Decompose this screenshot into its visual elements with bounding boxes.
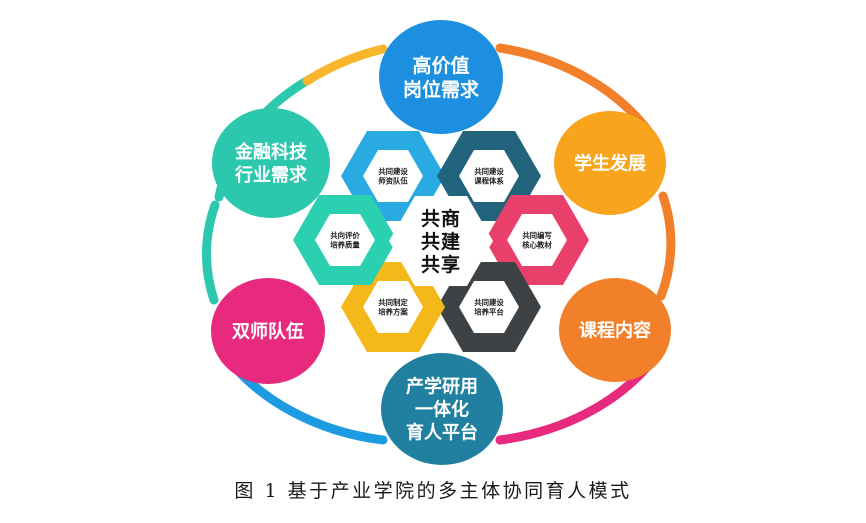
arc-teal-left [202,200,220,305]
hexagon-label-build-curriculum-system: 课程体系 [474,177,504,186]
outer-node-label-industry-education-platform: 一体化 [415,398,469,420]
hexagon-label-evaluate-training-quality: 培养质量 [330,241,360,250]
outer-node-label-high-value-job-demand: 高价值 [412,54,469,77]
outer-node-label-dual-teacher-team: 双师队伍 [232,320,304,342]
outer-node-course-content[interactable]: 课程内容 [559,278,671,382]
hexagon-label-build-teaching-staff: 师资队伍 [378,177,408,186]
outer-node-circle-high-value-job-demand [379,20,503,134]
outer-node-label-industry-education-platform: 产学研用 [406,375,478,397]
arc-orange-right [656,191,676,301]
multi-subject-collaborative-education-diagram: 共同建设师资队伍共同建设课程体系共同编写核心教材共同建设培养平台共同制定培养方案… [202,20,676,465]
hexagon-inner-formulate-training-plan [363,281,423,333]
arc-yellow-top [302,44,388,86]
hexagon-label-write-core-textbooks: 核心教材 [522,241,552,250]
outer-node-circle-student-development [554,111,666,215]
outer-node-label-fintech-industry-demand: 行业需求 [234,164,308,186]
outer-node-label-fintech-industry-demand: 金融科技 [234,141,308,163]
outer-node-dual-teacher-team[interactable]: 双师队伍 [211,278,325,384]
figure-caption: 图 1 基于产业学院的多主体协同育人模式 [234,480,632,502]
center-hexagon-label: 共商 [421,207,461,230]
outer-node-student-development[interactable]: 学生发展 [554,111,666,215]
hexagon-label-evaluate-training-quality: 共向评价 [330,231,360,240]
outer-node-circle-dual-teacher-team [211,278,325,384]
outer-node-circle-industry-education-platform [381,353,503,465]
hexagon-inner-build-curriculum-system [459,150,519,202]
hexagon-label-build-training-platform: 共同建设 [474,298,504,307]
outer-node-label-student-development: 学生发展 [574,152,647,174]
hexagon-inner-build-teaching-staff [363,150,423,202]
outer-node-label-high-value-job-demand: 岗位需求 [403,78,480,101]
outer-node-label-course-content: 课程内容 [579,319,651,341]
hexagon-label-build-training-platform: 培养平台 [474,308,504,317]
hexagon-inner-write-core-textbooks [507,214,567,266]
center-hexagon-fill [389,195,493,287]
outer-node-circle-fintech-industry-demand [212,108,330,218]
hexagon-label-build-teaching-staff: 共同建设 [378,167,408,176]
hexagon-label-formulate-training-plan: 培养方案 [378,308,408,317]
hexagon-cluster: 共同建设师资队伍共同建设课程体系共同编写核心教材共同建设培养平台共同制定培养方案… [293,130,589,353]
hexagon-inner-build-training-platform [459,281,519,333]
hexagon-label-formulate-training-plan: 共同制定 [378,298,408,307]
center-hexagon-label: 共建 [421,230,461,253]
hexagon-label-build-curriculum-system: 共同建设 [474,167,504,176]
hexagon-label-write-core-textbooks: 共同编写 [522,231,552,240]
outer-node-label-industry-education-platform: 育人平台 [406,421,478,443]
hexagon-inner-evaluate-training-quality [315,214,375,266]
center-hexagon-label: 共享 [421,253,461,276]
outer-node-circle-course-content [559,278,671,382]
